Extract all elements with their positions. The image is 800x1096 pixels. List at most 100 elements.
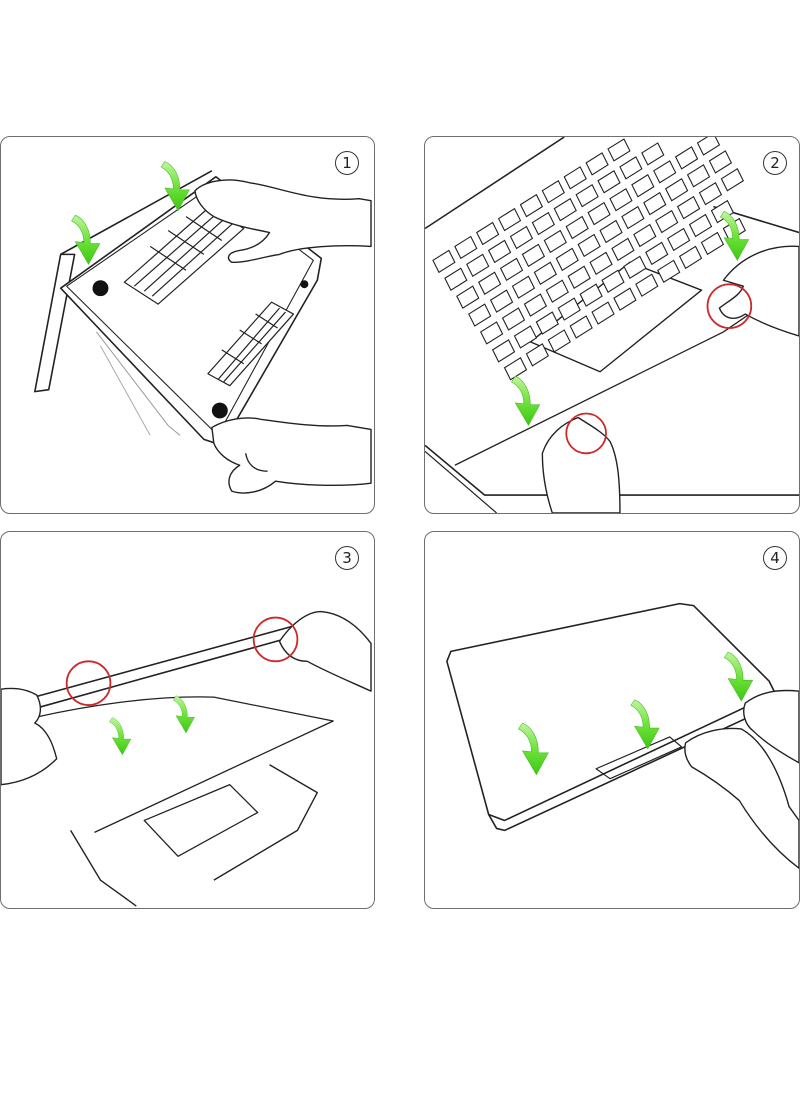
keyboard-key bbox=[657, 259, 681, 284]
vent-grid-upper bbox=[123, 206, 245, 305]
keyboard-key bbox=[489, 289, 514, 313]
keyboard-key bbox=[589, 251, 613, 276]
hand-right bbox=[743, 689, 799, 764]
keyboard-key bbox=[466, 253, 490, 278]
keyboard-key bbox=[585, 152, 609, 176]
keyboard-key bbox=[587, 201, 611, 226]
keyboard-key bbox=[611, 237, 635, 262]
keyboard-key bbox=[720, 168, 745, 192]
press-arrow-icon bbox=[720, 210, 749, 261]
keyboard-key bbox=[688, 213, 713, 238]
keyboard-key bbox=[676, 195, 701, 220]
keyboard-key bbox=[665, 177, 689, 202]
laptop-base bbox=[70, 830, 137, 907]
keyboard-key bbox=[555, 247, 579, 272]
clip-callout-circle bbox=[565, 412, 607, 455]
keyboard-key bbox=[653, 160, 677, 184]
keyboard-key bbox=[623, 255, 647, 280]
keyboard-key bbox=[569, 315, 593, 339]
rubber-foot bbox=[211, 402, 228, 419]
hand-bottom bbox=[211, 417, 372, 494]
clip-callout-circle bbox=[65, 660, 112, 706]
keyboard-key bbox=[607, 138, 631, 162]
keyboard-key bbox=[686, 164, 711, 188]
keyboard-key bbox=[547, 329, 571, 353]
rubber-foot bbox=[300, 280, 309, 289]
keyboard-key bbox=[499, 257, 524, 282]
press-arrow-icon bbox=[71, 214, 101, 265]
keyboard-key bbox=[621, 205, 645, 230]
press-arrow-icon bbox=[511, 376, 541, 426]
rubber-foot bbox=[92, 280, 109, 297]
lid-shell bbox=[26, 624, 298, 710]
keyboard-key bbox=[521, 243, 546, 268]
step-number-badge: 2 bbox=[763, 151, 787, 175]
touchpad bbox=[143, 784, 259, 857]
keyboard-key bbox=[456, 285, 480, 309]
clip-callout-circle bbox=[706, 283, 753, 329]
keyboard-key bbox=[700, 231, 725, 256]
keyboard-key bbox=[599, 219, 623, 244]
bottom-shell bbox=[59, 175, 323, 447]
hand-bottom bbox=[684, 727, 799, 869]
keyboard-key bbox=[643, 191, 667, 216]
keyboard-key bbox=[678, 245, 703, 270]
keyboard-key bbox=[541, 179, 565, 204]
hand-right bbox=[718, 245, 799, 337]
keyboard-key bbox=[565, 215, 589, 240]
keyboard-key bbox=[491, 339, 516, 363]
keyboard-key bbox=[597, 170, 621, 194]
step-3-illustration bbox=[1, 610, 372, 907]
keyboard-key bbox=[545, 279, 569, 303]
keyboard-key bbox=[609, 187, 633, 212]
keyboard-key bbox=[567, 265, 591, 289]
step-3-panel: 3 bbox=[0, 531, 375, 909]
keyboard-key bbox=[501, 307, 526, 331]
vent-grid-lower bbox=[207, 301, 295, 387]
keyboard-key bbox=[633, 223, 657, 248]
hand-bottom bbox=[541, 416, 621, 513]
hand-right bbox=[278, 610, 372, 692]
keyboard-key bbox=[553, 197, 577, 222]
keyboard-key bbox=[468, 303, 492, 327]
keyboard-key bbox=[535, 311, 559, 335]
hand-left bbox=[1, 687, 58, 786]
step-number-badge: 3 bbox=[335, 546, 359, 570]
keyboard-key bbox=[666, 227, 691, 252]
keyboard-key bbox=[698, 181, 723, 206]
keyboard-key bbox=[619, 156, 643, 180]
keyboard-key bbox=[641, 142, 665, 166]
keyboard-key bbox=[519, 193, 544, 218]
keyboard-key bbox=[613, 287, 637, 311]
keyboard-key bbox=[674, 146, 699, 170]
keyboard-key bbox=[454, 235, 478, 260]
keyboard-key bbox=[557, 297, 581, 321]
keyboard-key bbox=[479, 321, 504, 345]
hand-top bbox=[194, 179, 372, 264]
keyboard-key bbox=[696, 137, 721, 156]
keyboard-key bbox=[503, 357, 528, 381]
keyboard-key bbox=[577, 233, 601, 258]
keyboard-key bbox=[444, 267, 468, 291]
step-number-badge: 4 bbox=[763, 546, 787, 570]
keyboard-key bbox=[513, 325, 538, 349]
keyboard-key bbox=[543, 229, 567, 254]
step-number-badge: 1 bbox=[335, 151, 359, 175]
keyboard-key bbox=[591, 301, 615, 325]
keyboard-key bbox=[631, 174, 655, 198]
step-1-illustration bbox=[34, 161, 372, 494]
step-4-illustration bbox=[446, 602, 799, 869]
step-1-panel: 1 bbox=[0, 136, 375, 514]
keyboard-key bbox=[579, 283, 603, 307]
keyboard-key bbox=[497, 207, 522, 232]
keyboard-key bbox=[487, 239, 512, 264]
step-2-illustration bbox=[425, 137, 799, 513]
keyboard-key bbox=[525, 343, 550, 367]
keyboard-key bbox=[478, 271, 502, 295]
keyboard-key bbox=[601, 269, 625, 293]
step-2-panel: 2 bbox=[424, 136, 800, 514]
laptop-screen bbox=[34, 253, 76, 393]
clip-callout-circle bbox=[252, 616, 299, 663]
keyboard-key bbox=[432, 249, 456, 274]
keyboard-key bbox=[645, 241, 669, 266]
